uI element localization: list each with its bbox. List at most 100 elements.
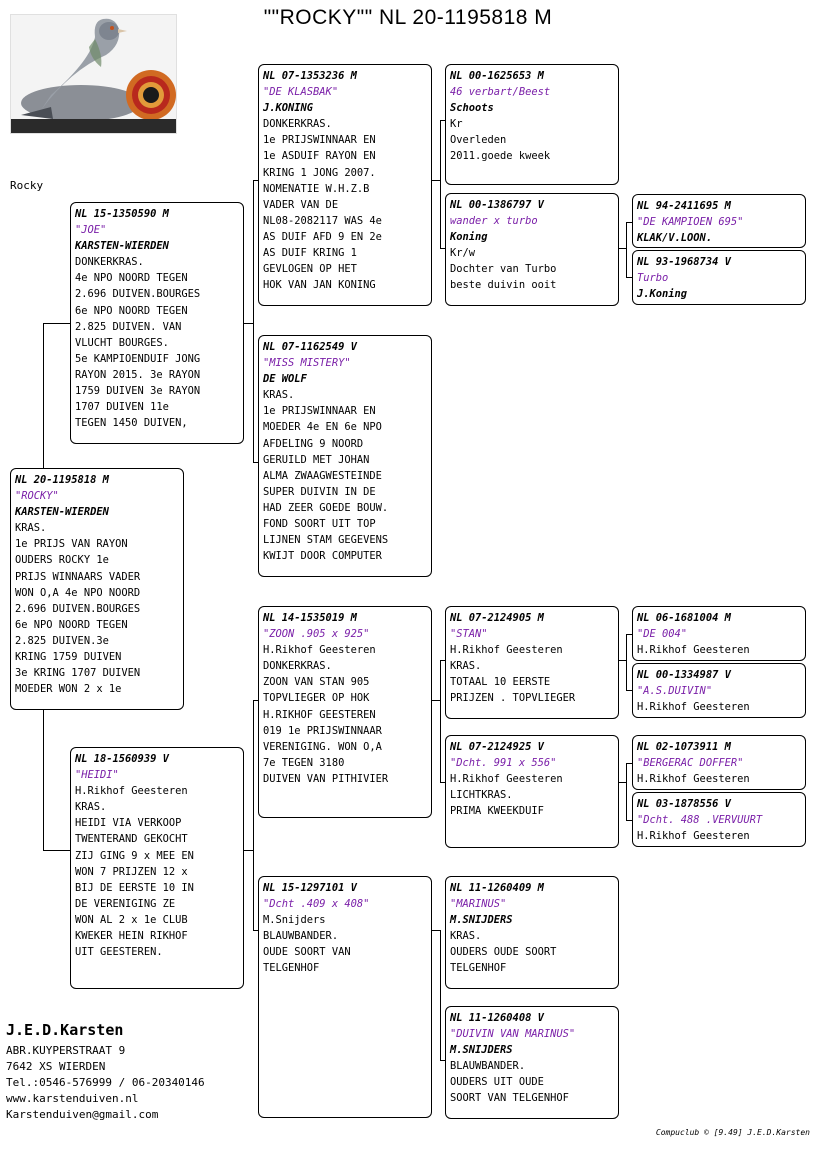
pigeon-card-ssdd[interactable]: NL 93-1968734 V Turbo J.Koning (632, 250, 806, 305)
connector (619, 248, 626, 249)
owner: M.SNIJDERS (450, 914, 513, 927)
ring-number: NL 06-1681004 M (637, 612, 731, 624)
connector (43, 323, 71, 324)
note-line: Dochter van Turbo (450, 263, 557, 276)
pigeon-card-sss[interactable]: NL 00-1625653 M 46 verbart/Beest Schoots… (445, 64, 619, 185)
note-line: WON AL 2 x 1e CLUB (75, 913, 188, 926)
ring-number: NL 07-2124905 M (450, 612, 544, 624)
note-line: MOEDER WON 2 x 1e (15, 683, 122, 696)
pigeon-card-dsdd[interactable]: NL 03-1878556 V "Dcht. 488 .VERVUURT H.R… (632, 792, 806, 847)
note-line: TWENTERAND GEKOCHT (75, 833, 188, 846)
connector (440, 120, 446, 121)
note-line: KRAS. (450, 930, 482, 943)
pigeon-card-dsds[interactable]: NL 02-1073911 M "BERGERAC DOFFER" H.Rikh… (632, 735, 806, 790)
note-line: OUDERS UIT OUDE (450, 1076, 544, 1089)
breeder-email[interactable]: Karstenduiven@gmail.com (6, 1108, 159, 1121)
pigeon-eye-image (11, 15, 176, 133)
note-line: KWEKER HEIN RIKHOF (75, 930, 188, 943)
pigeon-card-ddd[interactable]: NL 11-1260408 V "DUIVIN VAN MARINUS" M.S… (445, 1006, 619, 1119)
ring-number: NL 07-1353236 M (263, 70, 357, 82)
breeder-city: 7642 XS WIERDEN (6, 1060, 106, 1073)
note-line: 2011.goede kweek (450, 150, 551, 163)
pigeon-card-dssd[interactable]: NL 00-1334987 V "A.S.DUIVIN" H.Rikhof Ge… (632, 663, 806, 718)
note-line: 1e PRIJSWINNAAR EN (263, 134, 376, 147)
pigeon-card-sire[interactable]: NL 15-1350590 M "JOE" KARSTEN-WIERDEN DO… (70, 202, 244, 444)
owner: Koning (450, 231, 488, 244)
note-line: Overleden (450, 134, 507, 147)
note-line: SUPER DUIVIN IN DE (263, 485, 376, 498)
ring-number: NL 93-1968734 V (637, 256, 731, 268)
pigeon-card-subject[interactable]: NL 20-1195818 M "ROCKY" KARSTEN-WIERDEN … (10, 468, 184, 710)
note-line: PRIJS WINNAARS VADER (15, 570, 141, 583)
connector (253, 180, 259, 181)
connector (253, 180, 254, 462)
note-line: 5e KAMPIOENDUIF JONG (75, 352, 201, 365)
pigeon-card-ds[interactable]: NL 14-1535019 M "ZOON .905 x 925" H.Rikh… (258, 606, 432, 818)
pigeon-card-ssds[interactable]: NL 94-2411695 M "DE KAMPIOEN 695" KLAK/V… (632, 194, 806, 248)
connector (626, 634, 627, 690)
owner: H.Rikhof Geesteren (450, 773, 563, 786)
note-line: KRAS. (263, 389, 295, 402)
note-line: WON O,A 4e NPO NOORD (15, 586, 141, 599)
connector (431, 180, 440, 181)
note-line: KRAS. (450, 660, 482, 673)
pigeon-card-dds[interactable]: NL 11-1260409 M "MARINUS" M.SNIJDERS KRA… (445, 876, 619, 989)
connector (43, 850, 71, 851)
note-line: OUDERS OUDE SOORT (450, 946, 557, 959)
note-line: ZIJ GING 9 x MEE EN (75, 849, 194, 862)
ring-number: NL 15-1350590 M (75, 208, 169, 220)
pigeon-name: "Dcht. 488 .VERVUURT (637, 814, 763, 827)
pigeon-card-sd[interactable]: NL 07-1162549 V "MISS MISTERY" DE WOLF K… (258, 335, 432, 577)
note-line: KRING 1759 DUIVEN (15, 651, 122, 664)
note-line: TOTAAL 10 EERSTE (450, 676, 551, 689)
connector (253, 700, 254, 930)
connector (626, 222, 632, 223)
pigeon-name: 46 verbart/Beest (450, 86, 551, 99)
owner: DE WOLF (263, 373, 307, 386)
pigeon-card-dam[interactable]: NL 18-1560939 V "HEIDI" H.Rikhof Geester… (70, 747, 244, 989)
connector (43, 709, 44, 850)
note-line: TELGENHOF (263, 962, 320, 975)
pigeon-card-dss[interactable]: NL 07-2124905 M "STAN" H.Rikhof Geestere… (445, 606, 619, 719)
pigeon-card-ss[interactable]: NL 07-1353236 M "DE KLASBAK" J.KONING DO… (258, 64, 432, 306)
connector (626, 820, 632, 821)
note-line: ZOON VAN STAN 905 (263, 676, 370, 689)
note-line: BLAUWBANDER. (263, 930, 339, 943)
note-line: Kr/w (450, 247, 476, 260)
connector (253, 930, 259, 931)
note-line: OUDE SOORT VAN (263, 946, 351, 959)
breeder-info: J.E.D.Karsten ABR.KUYPERSTRAAT 9 7642 XS… (6, 1020, 205, 1123)
connector (626, 277, 632, 278)
connector (626, 222, 627, 277)
note-line: NL08-2082117 WAS 4e (263, 214, 382, 227)
note-line: 2.825 DUIVEN.3e (15, 634, 109, 647)
ring-number: NL 20-1195818 M (15, 474, 109, 486)
note-line: GERUILD MET JOHAN (263, 453, 370, 466)
ring-number: NL 03-1878556 V (637, 798, 731, 810)
connector (626, 690, 632, 691)
note-line: 6e NPO NOORD TEGEN (15, 618, 128, 631)
ring-number: NL 00-1625653 M (450, 70, 544, 82)
pigeon-card-ssd[interactable]: NL 00-1386797 V wander x turbo Koning Kr… (445, 193, 619, 306)
ring-number: NL 00-1386797 V (450, 199, 544, 211)
owner: H.Rikhof Geesteren (637, 701, 750, 714)
connector (440, 782, 446, 783)
note-line: VERENIGING. WON O,A (263, 740, 382, 753)
note-line: 2.825 DUIVEN. VAN (75, 320, 182, 333)
connector (619, 782, 626, 783)
owner: Schoots (450, 102, 494, 115)
note-line: 1707 DUIVEN 11e (75, 401, 169, 414)
owner: J.Koning (637, 288, 688, 301)
breeder-address: ABR.KUYPERSTRAAT 9 (6, 1044, 126, 1057)
ring-number: NL 15-1297101 V (263, 882, 357, 894)
pigeon-name: "DUIVIN VAN MARINUS" (450, 1028, 576, 1041)
pigeon-name: "MISS MISTERY" (263, 357, 351, 370)
note-line: 3e KRING 1707 DUIVEN (15, 667, 141, 680)
connector (43, 323, 44, 468)
pigeon-card-dsss[interactable]: NL 06-1681004 M "DE 004" H.Rikhof Geeste… (632, 606, 806, 661)
owner: M.SNIJDERS (450, 1044, 513, 1057)
pigeon-card-dd[interactable]: NL 15-1297101 V "Dcht .409 x 408" M.Snij… (258, 876, 432, 1118)
breeder-website[interactable]: www.karstenduiven.nl (6, 1092, 139, 1105)
pigeon-name: "MARINUS" (450, 898, 507, 911)
pigeon-card-dsd[interactable]: NL 07-2124925 V "Dcht. 991 x 556" H.Rikh… (445, 735, 619, 848)
